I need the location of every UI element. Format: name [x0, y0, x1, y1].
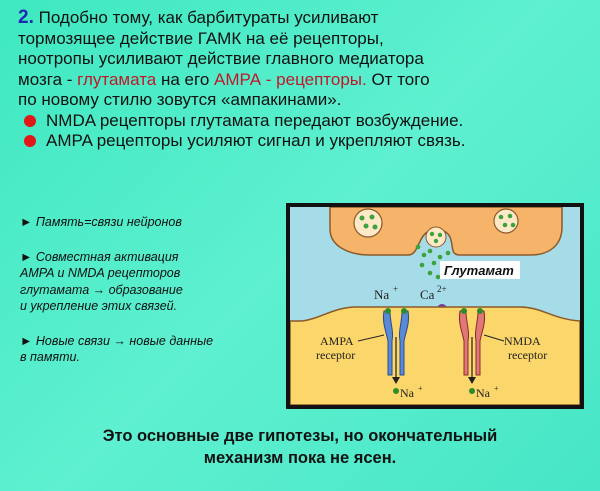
intro-line-4-c: От того: [366, 69, 430, 89]
intro-line-2: тормозящее действие ГАМК на её рецепторы…: [18, 28, 384, 48]
nmda-receptor-channel: [459, 308, 485, 384]
intro-line-3: ноотропы усиливают действие главного мед…: [18, 49, 424, 68]
na-inside-nmda-charge: +: [494, 384, 499, 393]
notes-column: ► Память=связи нейронов ► Совместная акт…: [20, 214, 280, 384]
ca-ion-label: Ca: [420, 287, 435, 302]
red-bullet-icon: [24, 114, 36, 127]
note-activation-line-2: AMPA и NMDA рецепторов: [20, 266, 181, 280]
nmda-label-line-1: NMDA: [504, 334, 541, 348]
note-memory: ► Память=связи нейронов: [20, 214, 280, 231]
bullet-ampa: AMPA рецепторы усиляют сигнал и укрепляю…: [24, 131, 594, 152]
note-new-data-line-1: Новые связи → новые данные: [35, 333, 214, 348]
intro-line-4-b: на его: [156, 69, 215, 89]
conclusion: Это основные две гипотезы, но окончатель…: [0, 425, 600, 469]
ampa-label-line-1: AMPA: [320, 334, 354, 348]
ampa-receptor-channel: [383, 308, 409, 384]
note-new-data: ► Новые связи → новые данные в памяти.: [20, 333, 280, 366]
ampa-highlight: АМРА - рецепторы.: [214, 69, 367, 89]
na-inside-nmda-label: Na: [476, 386, 491, 400]
note-memory-text: Память=связи нейронов: [35, 215, 182, 229]
bullet-ampa-text: AMPA рецепторы усиляют сигнал и укрепляю…: [46, 131, 466, 150]
note-activation-line-3: глутамата → образование: [20, 282, 183, 297]
na-inside-ampa-dot: [393, 388, 399, 394]
conclusion-line-1: Это основные две гипотезы, но окончатель…: [102, 427, 498, 445]
intro-line-1: 2. Подобно тому, как барбитураты усилива…: [18, 7, 594, 29]
na-inside-nmda-dot: [469, 388, 475, 394]
na-inside-ampa-charge: +: [418, 384, 423, 393]
section-number: 2.: [18, 7, 34, 28]
triangle-arrow-icon: ►: [20, 333, 33, 348]
note-activation: ► Совместная активация AMPA и NMDA рецеп…: [20, 249, 280, 315]
released-glutamate-dots: [415, 244, 451, 280]
note-activation-line-4: и укрепление этих связей.: [20, 299, 178, 313]
triangle-arrow-icon: ►: [20, 215, 33, 229]
nmda-label-line-2: receptor: [508, 348, 547, 362]
note-new-data-line-2: в памяти.: [20, 350, 80, 364]
glutamate-label-box: [440, 261, 520, 279]
ampa-label-line-2: receptor: [316, 348, 355, 362]
na-charge: +: [393, 284, 398, 294]
bullet-nmda-text: NMDA рецепторы глутамата передают возбуж…: [46, 110, 464, 130]
note-activation-line-1: Совместная активация: [35, 249, 179, 264]
intro-line-4: мозга - глутамата на его АМРА - рецептор…: [18, 70, 594, 91]
intro-text: 2. Подобно тому, как барбитураты усилива…: [18, 7, 594, 152]
na-inside-ampa-label: Na: [400, 386, 415, 400]
nmda-pointer-line: [483, 334, 505, 342]
intro-line-1-text: Подобно тому, как барбитураты усиливают: [38, 8, 379, 27]
intro-line-4-a: мозга -: [18, 69, 78, 89]
red-bullet-icon: [24, 135, 36, 148]
triangle-arrow-icon: ►: [20, 249, 33, 264]
intro-line-5: по новому стилю зовутся «ампакинами».: [18, 90, 342, 109]
vesicle-left: [353, 208, 383, 238]
synapse-illustration: Глутамат Na + Ca 2+ AMPA receptor Na +: [289, 206, 581, 406]
ampa-pointer-line: [357, 334, 385, 342]
synapse-diagram: Глутамат Na + Ca 2+ AMPA receptor Na +: [286, 203, 584, 409]
na-ion-label: Na: [374, 287, 389, 302]
conclusion-line-2: механизм пока не ясен.: [203, 449, 397, 467]
postsynaptic-membrane: [289, 306, 581, 406]
glutamate-label: Глутамат: [444, 263, 514, 278]
glutamate-highlight: глутамата: [77, 69, 157, 89]
vesicle-right: [493, 208, 519, 234]
ca-charge: 2+: [437, 284, 447, 294]
fusing-vesicle: [425, 226, 447, 248]
bullet-nmda: NMDA рецепторы глутамата передают возбуж…: [24, 111, 594, 132]
